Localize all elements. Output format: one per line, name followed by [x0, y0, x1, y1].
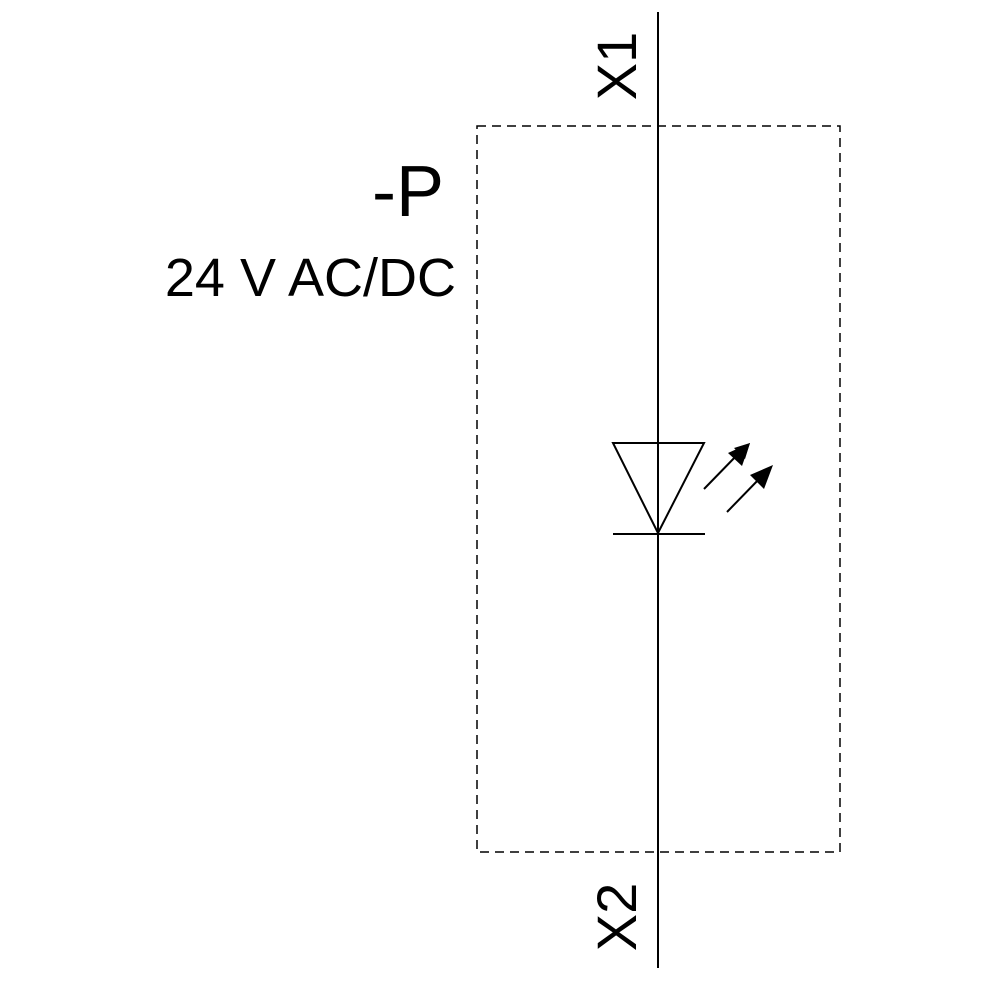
terminal-label-x2: X2	[585, 883, 648, 952]
component-designation: -P	[372, 152, 444, 232]
led-diode-triangle	[611, 442, 706, 536]
light-emission-arrows-icon	[703, 443, 773, 513]
component-rating: 24 V AC/DC	[165, 248, 456, 308]
terminal-label-x1: X1	[585, 32, 648, 101]
